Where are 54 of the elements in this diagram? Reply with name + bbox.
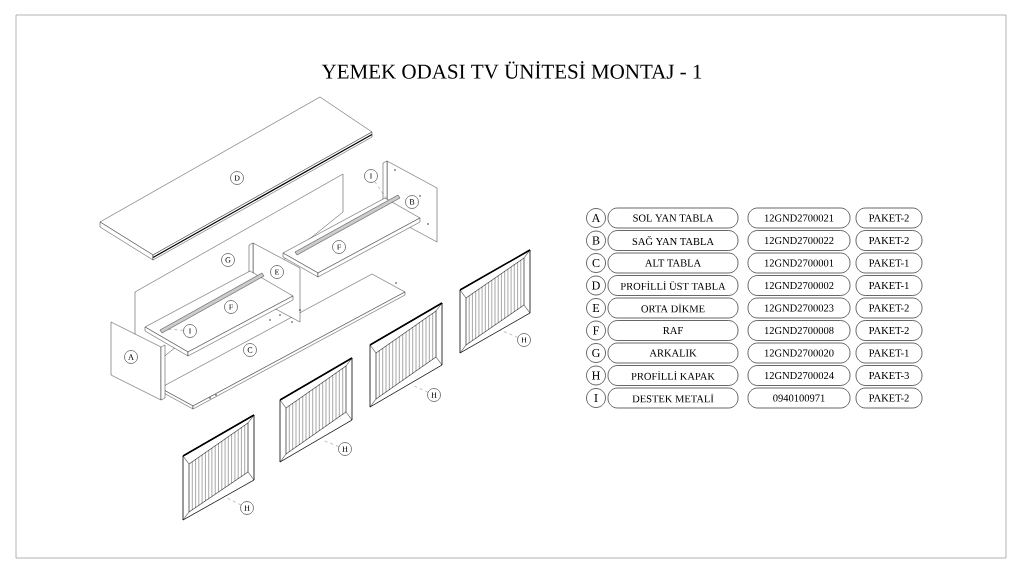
table-pill: 0940100971 bbox=[747, 387, 851, 409]
leader-line bbox=[374, 181, 389, 201]
cabinet-door-drawing bbox=[369, 302, 443, 408]
leader-line bbox=[412, 384, 429, 393]
table-pill: 12GND2700020 bbox=[747, 342, 851, 364]
leader-line bbox=[500, 329, 518, 338]
cabinet-door-drawing bbox=[459, 249, 531, 354]
part-letter: D bbox=[586, 275, 606, 296]
table-pill: 12GND2700024 bbox=[747, 365, 851, 386]
table-pill: PAKET-1 bbox=[855, 275, 923, 296]
title: YEMEK ODASI TV ÜNİTESİ MONTAJ - 1 bbox=[321, 61, 702, 79]
table-pill: 12GND2700023 bbox=[747, 297, 851, 319]
table-pill: 12GND2700001 bbox=[747, 252, 851, 274]
table-pill: PAKET-3 bbox=[855, 365, 923, 386]
callout-letter: H bbox=[338, 442, 352, 456]
callout-letter: G bbox=[221, 253, 235, 267]
part-letter: A bbox=[586, 208, 606, 228]
callout-letter: D bbox=[230, 171, 244, 185]
leader-line bbox=[322, 439, 339, 447]
callout-letter: C bbox=[243, 343, 257, 357]
callout-letter: I bbox=[364, 169, 378, 183]
part-letter: E bbox=[586, 298, 606, 318]
table-pill: PAKET-2 bbox=[855, 297, 923, 319]
part-letter: G bbox=[586, 343, 606, 363]
table-pill: 12GND2700002 bbox=[747, 275, 851, 296]
leader-line bbox=[225, 496, 242, 506]
callout-letter: H bbox=[517, 333, 531, 347]
table-pill: PAKET-1 bbox=[855, 252, 923, 274]
table-pill: PAKET-2 bbox=[855, 387, 923, 409]
support-bar bbox=[294, 194, 401, 256]
callout-letter: H bbox=[240, 501, 254, 515]
support-bar bbox=[159, 272, 265, 334]
table-pill: 12GND2700022 bbox=[747, 230, 851, 251]
part-letter: I bbox=[586, 388, 606, 408]
cabinet-door-drawing bbox=[182, 414, 255, 521]
callout-letter: F bbox=[332, 240, 346, 254]
cabinet-door-drawing bbox=[279, 357, 353, 463]
table-pill: PAKET-2 bbox=[855, 230, 923, 251]
part-letter: B bbox=[586, 230, 606, 251]
callout-letter: F bbox=[224, 300, 238, 314]
table-pill: 12GND2700008 bbox=[747, 320, 851, 341]
part-letter: H bbox=[586, 365, 606, 386]
part-letter: C bbox=[586, 253, 606, 273]
callout-letter: I bbox=[183, 324, 197, 338]
leader-line bbox=[168, 328, 184, 331]
callout-letter: A bbox=[124, 350, 138, 364]
table-pill: PAKET-2 bbox=[855, 207, 923, 229]
table-pill: 12GND2700021 bbox=[747, 207, 851, 229]
table-pill: PAKET-2 bbox=[855, 320, 923, 341]
callout-letter: E bbox=[270, 265, 284, 279]
table-pill: PAKET-1 bbox=[855, 342, 923, 364]
callout-letter: B bbox=[405, 195, 419, 209]
part-letter: F bbox=[586, 320, 606, 341]
callout-letter: H bbox=[427, 388, 441, 402]
